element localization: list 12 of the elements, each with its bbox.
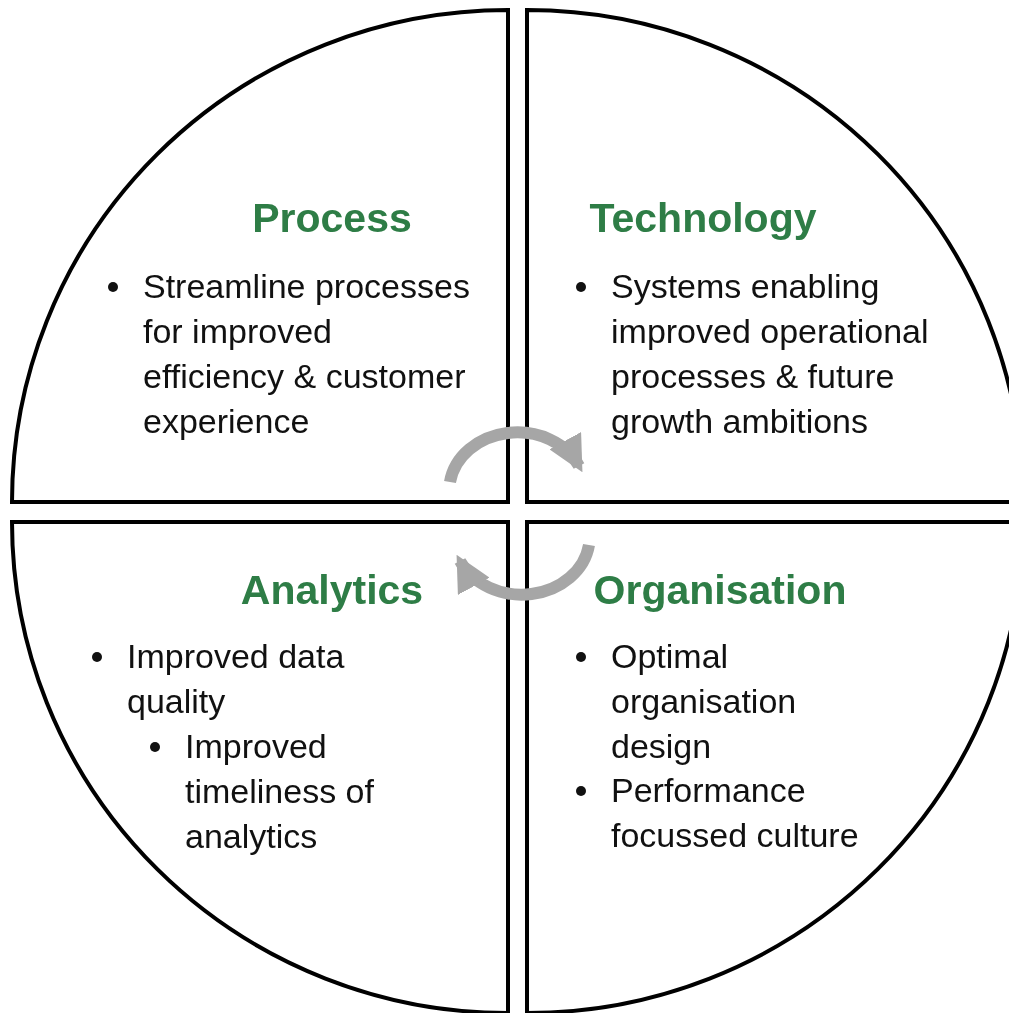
bullet-text: Systems enabling improved operational processes & future growth ambitions: [611, 266, 930, 442]
bullet-text: Improved timeliness of analytics: [185, 726, 375, 857]
quadrant-heading: Process: [252, 196, 412, 240]
quadrant-heading: Organisation: [593, 568, 847, 612]
quadrant-heading: Analytics: [240, 568, 424, 612]
curved-arrow: [454, 543, 595, 601]
bullet-text: Streamline processes for improved efficiency & customer experience: [143, 266, 471, 442]
curved-arrow: [444, 426, 585, 484]
bullet-text: Performance focussed culture: [611, 770, 860, 856]
bullet-text: Optimal organisation design: [611, 636, 798, 767]
quadrant-heading: Technology: [589, 196, 817, 240]
bullet-text: Improved data quality: [127, 636, 346, 722]
